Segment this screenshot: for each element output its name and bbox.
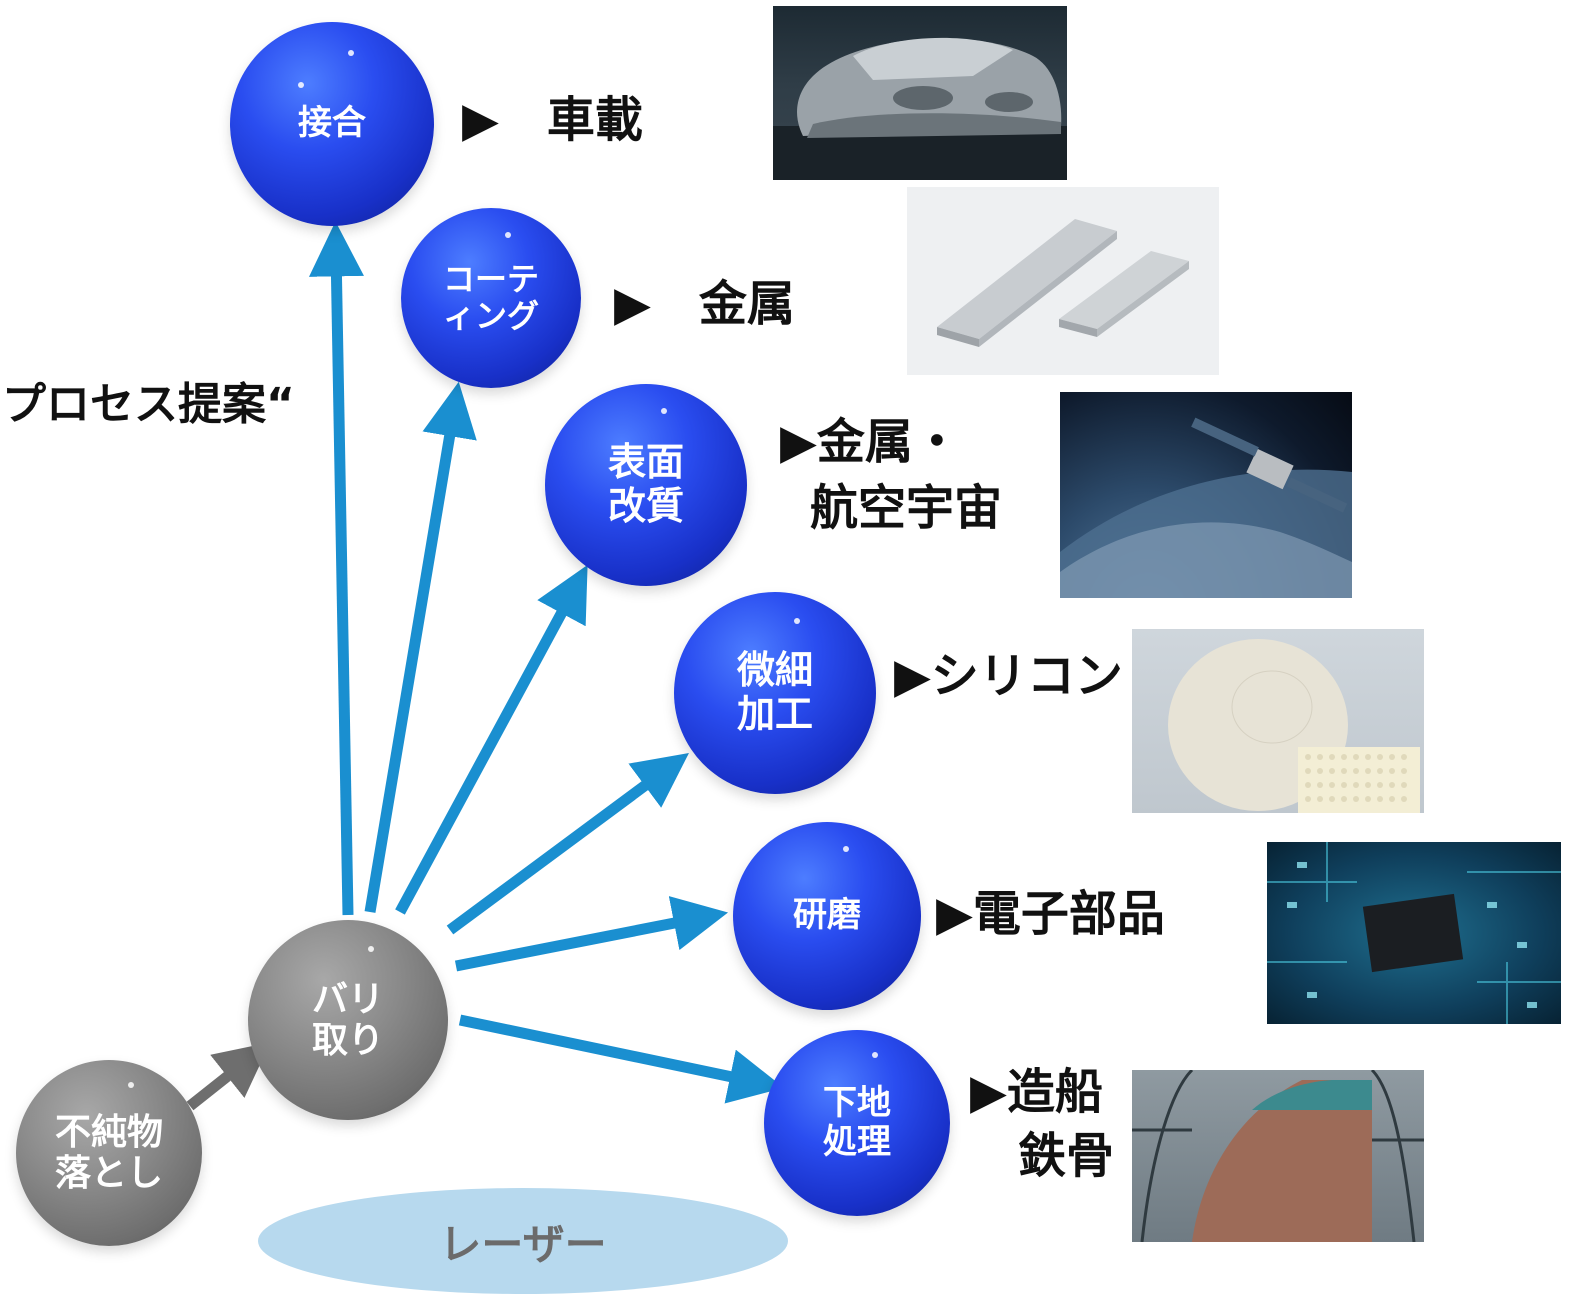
metal-plates-illustration [937, 219, 1189, 347]
application-silicon: ▶シリコン [894, 648, 1123, 706]
arrow-impurity-to-deburr [186, 1042, 271, 1111]
satellite-earth-photo [1060, 392, 1352, 598]
surface-modification-sphere: 表面 改質 [545, 384, 747, 586]
arrow-to-coating [364, 381, 477, 913]
coating-sphere: コーテ ィング [401, 208, 581, 388]
coating-line-1: コーテ [442, 260, 539, 299]
impurity-line-2: 落とし [54, 1153, 163, 1194]
ship-hull-illustration [1132, 1070, 1424, 1242]
surface-line-1: 表面 [607, 440, 684, 485]
silicon-wafer-photo [1132, 629, 1424, 813]
deburr-line-2: 取り [311, 1020, 384, 1061]
laser-base-ellipse: レーザー [258, 1188, 788, 1294]
silicon-text: ▶シリコン [894, 648, 1123, 704]
arrow-to-groundwork [458, 1014, 784, 1104]
application-metal-aerospace: ▶金属・ 航空宇宙 [780, 414, 1002, 537]
metal-plates-photo [907, 187, 1219, 375]
impurity-removal-sphere: 不純物 落とし [16, 1060, 202, 1246]
circuit-board-illustration [1267, 842, 1561, 1024]
silicon-wafer-illustration [1168, 639, 1420, 813]
polishing-line-1: 研磨 [793, 895, 861, 936]
deburr-line-1: バリ [311, 978, 384, 1020]
shipbuilding-line-1: ▶造船 [970, 1064, 1103, 1120]
aerospace-line-1: ▶金属・ [780, 414, 961, 470]
arrow-to-surface [395, 564, 588, 915]
circuit-board-photo [1267, 842, 1561, 1024]
car-illustration [773, 37, 1067, 180]
impurity-line-1: 不純物 [54, 1111, 163, 1153]
satellite-illustration [1060, 417, 1352, 598]
bonding-line-1: 接合 [298, 103, 366, 144]
aerospace-line-2: 航空宇宙 [810, 479, 1003, 536]
arrow-to-micro [446, 752, 689, 935]
car-photo [773, 6, 1067, 180]
deburring-sphere: バリ 取り [248, 920, 448, 1120]
coating-line-2: ィング [442, 297, 539, 335]
shipbuilding-line-2: 鉄骨 [1018, 1127, 1115, 1184]
ship-hull-photo [1132, 1070, 1424, 1242]
application-metal: ▶ 金属 [614, 276, 795, 334]
micro-machining-sphere: 微細 加工 [674, 592, 876, 794]
arrow-to-bonding [308, 221, 364, 916]
automotive-text: ▶ 車載 [462, 92, 643, 148]
micro-line-2: 加工 [736, 692, 813, 736]
bonding-sphere: 接合 [230, 22, 434, 226]
application-electronics: ▶電子部品 [936, 886, 1165, 944]
application-automotive: ▶ 車載 [462, 92, 643, 150]
arrow-to-polishing [454, 896, 729, 972]
groundwork-line-1: 下地 [823, 1082, 891, 1123]
groundwork-line-2: 処理 [823, 1122, 891, 1162]
groundwork-sphere: 下地 処理 [764, 1030, 950, 1216]
polishing-sphere: 研磨 [733, 822, 921, 1010]
metal-text: ▶ 金属 [614, 276, 795, 332]
electronics-text: ▶電子部品 [936, 886, 1165, 942]
surface-line-2: 改質 [607, 484, 684, 528]
application-shipbuilding: ▶造船 鉄骨 [970, 1064, 1114, 1185]
laser-label: レーザー [439, 1219, 607, 1269]
process-proposal-label: プロセス提案“ [2, 379, 295, 430]
micro-line-1: 微細 [736, 648, 813, 693]
